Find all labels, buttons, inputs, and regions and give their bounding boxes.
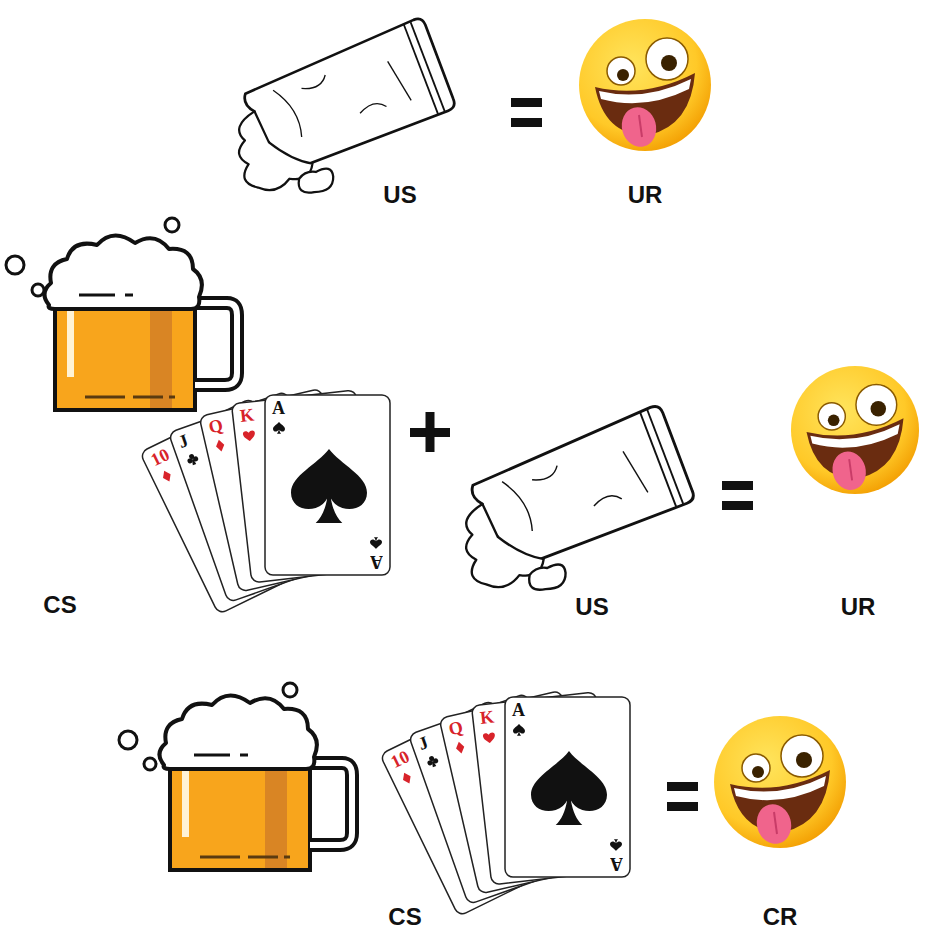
card-rank: Q [207,416,225,437]
equals-sign [667,782,698,811]
stimulus-label: CS [43,593,76,617]
beer-mug [6,218,237,410]
card-rank: A [272,399,285,417]
stimulus-label: UR [628,183,663,207]
zany-face [714,716,846,848]
card-rank: J [416,733,430,753]
playing-cards [380,691,630,917]
equals-sign [722,481,753,510]
stimulus-label: US [575,595,608,619]
zany-face [579,19,711,151]
card-rank: A [512,701,525,719]
plus-sign [410,412,450,452]
card-rank: 10 [148,445,172,469]
card-rank: Q [447,718,465,739]
card-rank: A [370,553,383,571]
beer-mug [119,683,352,870]
stimulus-label: CR [763,905,798,929]
stimulus-label: US [383,183,416,207]
card-rank: 10 [388,747,412,771]
powder-bag [213,17,468,217]
powder-bag [439,404,709,615]
card-rank: K [479,708,495,727]
stimulus-label: CS [388,905,421,929]
card-rank: K [239,406,255,425]
card-rank: A [610,855,623,873]
card-rank: J [176,431,190,451]
equals-sign [511,98,542,127]
zany-face [791,366,919,494]
playing-cards [140,389,390,615]
stimulus-label: UR [841,595,876,619]
